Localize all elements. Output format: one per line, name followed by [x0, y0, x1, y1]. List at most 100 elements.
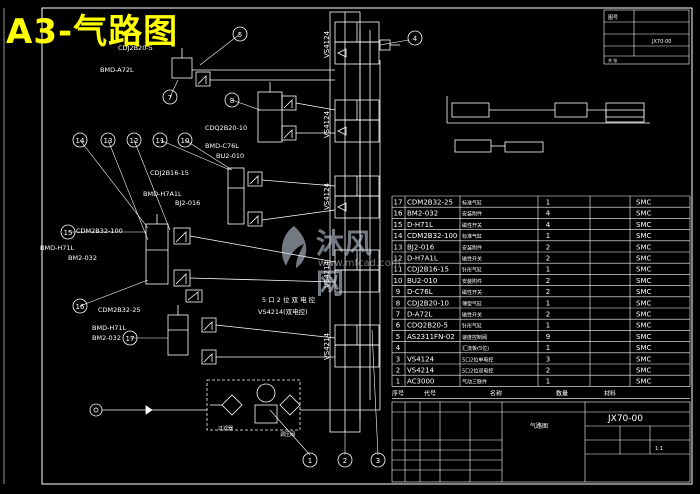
valve-5: [334, 324, 380, 368]
callout-16: 16: [76, 303, 85, 311]
valve-2: [334, 99, 380, 143]
bom-cell-name: 安装附件: [462, 278, 482, 285]
cyl-6-fitting: BMD-A72L: [100, 66, 134, 74]
bom-cell-name: 5口2位单电控: [462, 356, 493, 363]
drawing-scale: 1:1: [655, 446, 663, 452]
bom-cell-qty: 1: [546, 378, 550, 386]
bom-header: 序号: [392, 389, 404, 397]
bom-cell-name: 5口2位双电控: [462, 368, 493, 375]
bom-cell-name: 磁性开关: [462, 289, 482, 296]
bom-cell-code: D-H7A1L: [407, 255, 438, 263]
bom-cell-name: 磁性开关: [462, 256, 482, 263]
callout-14: 14: [76, 137, 85, 145]
cylinder-specs: CDJ2B20-5 BMD-A72L CDQ2B20-10 BMD-C76L B…: [40, 44, 316, 342]
cyl-11-fitting: BMD-H7A1L: [143, 190, 182, 198]
bom-cell-qty: 4: [546, 221, 551, 229]
topright-r2: JX70-00: [651, 39, 671, 45]
cyl-14-extra: BM2-032: [68, 254, 97, 262]
bom-cell-maker: SMC: [636, 266, 651, 274]
bom-header: 数量: [556, 389, 568, 397]
cyl-8-fitting: BMD-C76L: [205, 142, 239, 150]
bom-cell-qty: 2: [546, 288, 550, 296]
bom-cell-qty: 1: [546, 199, 550, 207]
cyl-8-extra: BU2-010: [216, 152, 244, 160]
callout-10: 10: [181, 137, 190, 145]
callout-11: 11: [156, 137, 165, 145]
bom-cell-no: 10: [394, 277, 403, 285]
callout-8: 8: [230, 97, 234, 105]
bom-header: 名称: [490, 389, 502, 397]
valve-label-3: VS4124: [323, 182, 331, 210]
leader-lines: [68, 33, 410, 456]
bom-cell-code: CDJ2B20-10: [407, 299, 449, 307]
watermark-url: www.mfcad.com: [318, 258, 401, 269]
cyl-6-model: CDJ2B20-5: [118, 44, 153, 52]
bom-cell-maker: SMC: [636, 367, 651, 375]
bom-cell-maker: SMC: [636, 221, 651, 229]
bom-cell-qty: 3: [546, 355, 550, 363]
bom-cell-qty: 1: [546, 266, 550, 274]
callout-3: 3: [376, 457, 380, 465]
cyl-17-model: CDM2B32-25: [98, 306, 141, 314]
bom-cell-code: BU2-010: [407, 277, 437, 285]
top-right-block: [603, 9, 690, 65]
valve-model-note: VS4214(双电控): [258, 307, 308, 316]
bom-cell-name: 薄型气缸: [462, 300, 482, 307]
bom-cell-no: 9: [396, 288, 400, 296]
bom-cell-no: 15: [394, 221, 403, 229]
bom-cell-code: BM2-032: [407, 210, 438, 218]
valve-label-2: VS4124: [323, 110, 331, 138]
bom-cell-maker: SMC: [636, 277, 651, 285]
bom-cell-qty: 4: [546, 210, 551, 218]
bom-cell-no: 5: [396, 333, 400, 341]
bom-cell-maker: SMC: [636, 378, 651, 386]
bom-cell-no: 14: [394, 232, 403, 240]
bom-cell-maker: SMC: [636, 243, 651, 251]
bom-cell-code: VS4124: [407, 355, 435, 363]
bom-cell-code: AS2311FN-02: [407, 333, 455, 341]
bom-cell-code: CDM2B32-25: [407, 199, 453, 207]
bom-cell-no: 3: [396, 355, 400, 363]
callouts: [60, 26, 423, 468]
bom-cell-name: 标准气缸: [462, 233, 482, 240]
bom-cell-maker: SMC: [636, 355, 651, 363]
bom-cell-qty: 1: [546, 232, 550, 240]
cyl-17-fitting: BMD-H71L: [92, 324, 127, 332]
callout-13: 13: [104, 137, 113, 145]
bom-cell-no: 13: [394, 243, 403, 251]
callout-15: 15: [64, 229, 73, 237]
bom-cell-maker: SMC: [636, 344, 651, 352]
bom-cell-code: D-C76L: [407, 288, 433, 296]
bom-cell-qty: 2: [546, 255, 550, 263]
bom-cell-maker: SMC: [636, 232, 651, 240]
topright-r1: 图号: [608, 15, 618, 21]
bom-cell-no: 12: [394, 255, 403, 263]
bom-cell-qty: 2: [546, 367, 550, 375]
callout-12: 12: [130, 137, 139, 145]
bom-cell-no: 2: [396, 367, 400, 375]
bom-cell-code: BJ2-016: [407, 243, 435, 251]
bom-cell-code: CDQ2B20-5: [407, 322, 448, 330]
cyl-14-model: CDM2B32-100: [76, 227, 123, 235]
callout-numbers: 1 2 3 4 5 7 8 10 11 12 13 14 15 16 17: [64, 31, 418, 465]
bom-cell-no: 7: [396, 311, 400, 319]
bom-header: 材料: [604, 389, 616, 397]
cyl-11-model: CDJ2B16-15: [150, 169, 189, 177]
cylinder-8: [257, 82, 336, 143]
callout-17: 17: [126, 335, 135, 343]
bom-cell-no: 6: [396, 322, 401, 330]
bom-cell-name: 磁性开关: [462, 222, 482, 229]
bom-cell-no: 17: [394, 199, 403, 207]
bom-cell-maker: SMC: [636, 255, 651, 263]
valve-label-4: VS4214: [323, 260, 331, 288]
bom-cell-code: D-H71L: [407, 221, 433, 229]
callout-4: 4: [413, 35, 418, 43]
bom-cell-name: 汇流板(5位): [462, 345, 489, 352]
bom-header: 代号: [424, 389, 436, 397]
cyl-8-model: CDQ2B20-10: [205, 124, 247, 132]
bom-cell-code: D-A72L: [407, 311, 432, 319]
watermark-text: 沐风网: [316, 227, 373, 300]
bom-cell-maker: SMC: [636, 333, 651, 341]
reg-label: 调压阀: [280, 431, 295, 438]
